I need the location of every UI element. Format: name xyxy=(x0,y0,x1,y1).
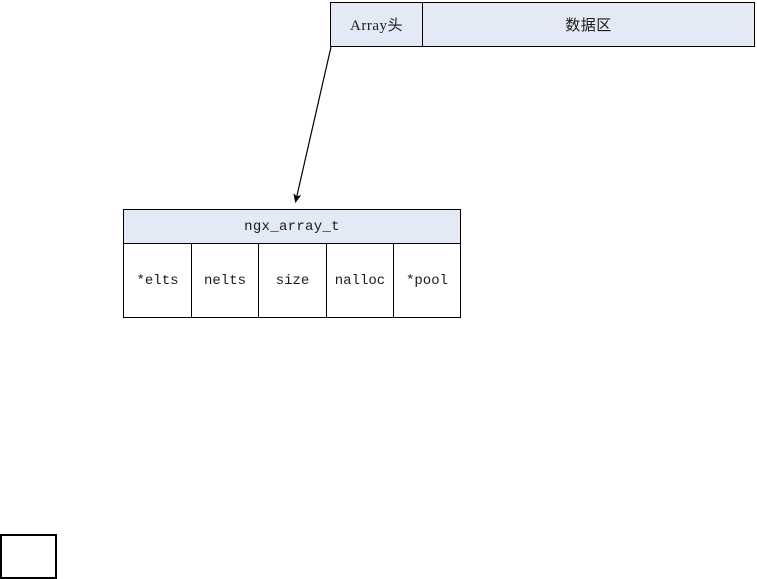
ngx-array-t-struct: ngx_array_t *elts nelts size nalloc *poo… xyxy=(123,209,461,318)
memory-cell-data-region: 数据区 xyxy=(423,3,754,46)
struct-field-nelts: nelts xyxy=(192,244,259,317)
struct-field-row: *elts nelts size nalloc *pool xyxy=(124,244,460,317)
struct-title: ngx_array_t xyxy=(124,210,460,244)
array-memory-layout: Array头 数据区 xyxy=(330,2,755,47)
empty-box xyxy=(0,534,57,579)
struct-field-pool: *pool xyxy=(394,244,460,317)
memory-cell-array-header: Array头 xyxy=(331,3,423,46)
struct-field-nalloc: nalloc xyxy=(327,244,394,317)
struct-field-size: size xyxy=(259,244,327,317)
struct-field-elts: *elts xyxy=(124,244,192,317)
pointer-arrow-line xyxy=(293,46,332,203)
